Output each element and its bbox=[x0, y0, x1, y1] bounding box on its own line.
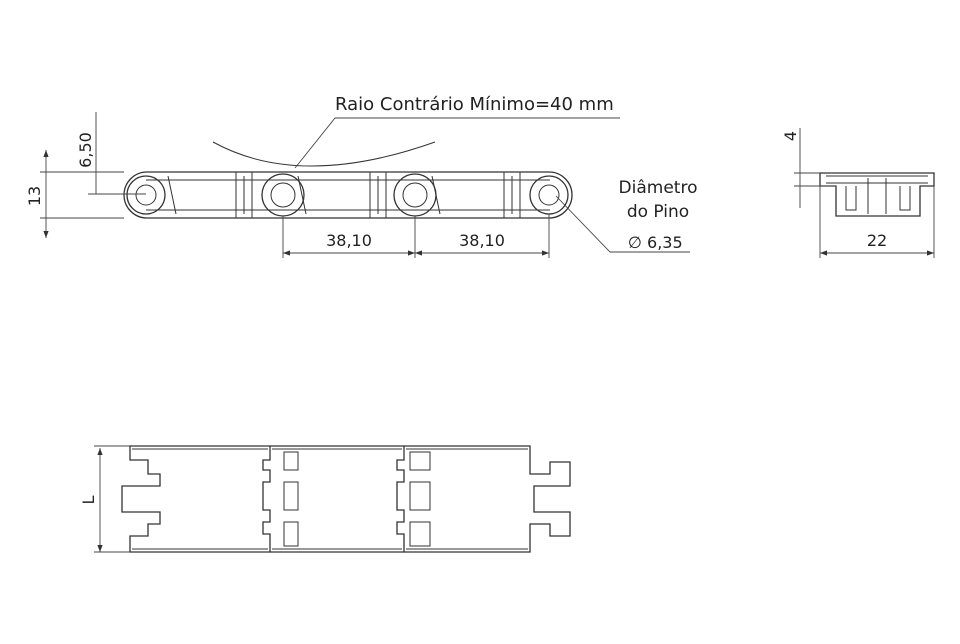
min-radius-arc bbox=[212, 141, 436, 167]
dim-top-offset bbox=[88, 112, 146, 195]
dim-length-symbol: L bbox=[79, 495, 98, 504]
pin-label-line2: do Pino bbox=[627, 202, 689, 222]
min-radius-label: Raio Contrário Mínimo=40 mm bbox=[335, 94, 614, 115]
dim-side-top-value: 4 bbox=[781, 131, 800, 141]
chain-body-outline bbox=[123, 171, 573, 219]
chain-side-view bbox=[819, 172, 935, 217]
dim-side-width-value: 22 bbox=[867, 231, 887, 250]
pin-diameter-leader bbox=[555, 195, 690, 253]
pin-diameter-value: ∅ 6,35 bbox=[628, 233, 683, 252]
dim-height-value: 13 bbox=[25, 186, 44, 206]
dim-side-width bbox=[819, 186, 935, 258]
dim-top-offset-value: 6,50 bbox=[76, 132, 95, 168]
pin-end bbox=[529, 175, 569, 215]
chain-top-view bbox=[121, 445, 571, 553]
pin-left bbox=[126, 175, 166, 215]
chain-front-view bbox=[123, 141, 573, 219]
dim-pitch-right-value: 38,10 bbox=[459, 231, 505, 250]
min-radius-leader bbox=[294, 117, 620, 169]
dim-height bbox=[40, 150, 124, 238]
dim-side-top bbox=[794, 128, 836, 208]
dim-pitch-left-value: 38,10 bbox=[326, 231, 372, 250]
dim-pitch bbox=[282, 214, 550, 258]
dim-length bbox=[94, 445, 130, 553]
pin-label-line1: Diâmetro bbox=[619, 178, 698, 198]
